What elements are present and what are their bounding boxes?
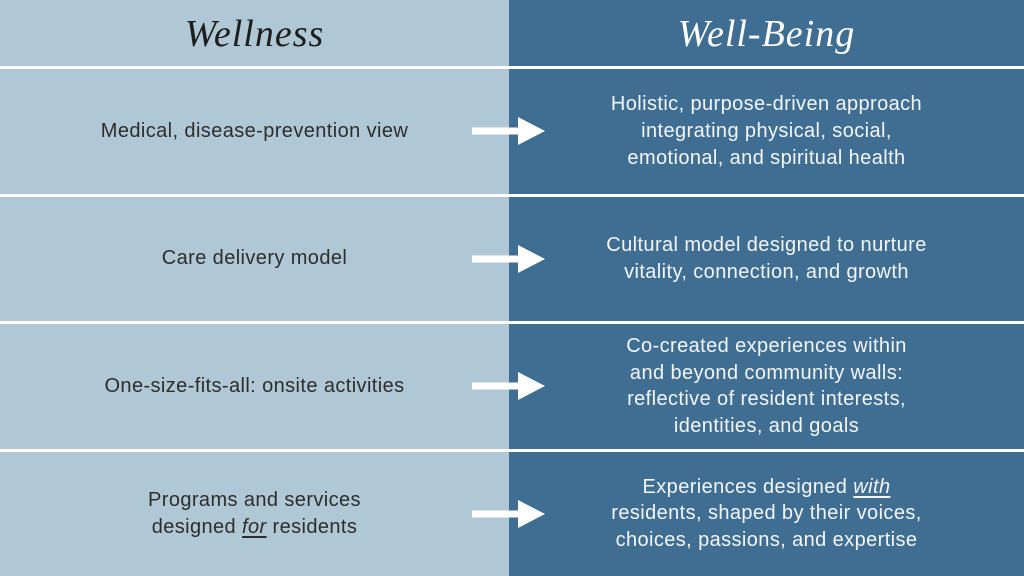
wellness-cell: Medical, disease-prevention view <box>0 69 509 194</box>
wellbeing-cell: Co-created experiences within and beyond … <box>509 324 1024 449</box>
wellbeing-cell-text: Experiences designed with residents, shap… <box>571 474 961 554</box>
comparison-row: Care delivery model Cultural model desig… <box>0 193 1024 321</box>
wellbeing-cell: Holistic, purpose-driven approach integra… <box>509 69 1024 194</box>
wellness-cell-text: Medical, disease-prevention view <box>71 118 438 145</box>
right-arrow-icon <box>472 244 545 273</box>
comparison-row: One-size-fits-all: onsite activities Co-… <box>0 321 1024 449</box>
comparison-row: Programs and services designed for reside… <box>0 448 1024 576</box>
text-line: vitality, connection, and growth <box>624 260 909 283</box>
wellbeing-cell-text: Holistic, purpose-driven approach integra… <box>571 91 962 171</box>
text-line: Care delivery model <box>161 247 348 270</box>
text-line: designed for residents <box>151 515 358 538</box>
wellbeing-header: Well-Being <box>509 0 1024 66</box>
wellness-cell: Programs and services designed for reside… <box>0 451 509 576</box>
text-line: integrating physical, social, <box>641 119 892 142</box>
emphasized-word: for <box>242 515 267 538</box>
wellness-title: Wellness <box>184 13 325 55</box>
text-line: choices, passions, and expertise <box>615 529 918 552</box>
wellbeing-cell-text: Co-created experiences within and beyond … <box>586 333 947 439</box>
right-arrow-icon <box>472 372 545 401</box>
right-arrow-icon <box>472 117 545 146</box>
wellness-cell-text: One-size-fits-all: onsite activities <box>74 373 434 400</box>
text-line: and beyond community walls: <box>629 361 904 384</box>
wellness-cell: One-size-fits-all: onsite activities <box>0 324 509 449</box>
text-line: One-size-fits-all: onsite activities <box>104 374 405 397</box>
text-line: Medical, disease-prevention view <box>100 119 409 142</box>
text-line: identities, and goals <box>673 414 860 437</box>
comparison-row: Medical, disease-prevention view Holisti… <box>0 66 1024 194</box>
wellbeing-cell-text: Cultural model designed to nurture vitali… <box>566 232 966 285</box>
text-line: Experiences designed with <box>642 475 891 498</box>
text-line: emotional, and spiritual health <box>627 146 906 169</box>
header-row: Wellness Well-Being <box>0 0 1024 66</box>
text-line: Holistic, purpose-driven approach <box>610 93 923 116</box>
text-line: Programs and services <box>148 489 361 512</box>
text-line: reflective of resident interests, <box>627 388 906 411</box>
wellness-cell-text: Programs and services designed for reside… <box>118 487 391 540</box>
wellbeing-cell: Experiences designed with residents, shap… <box>509 451 1024 576</box>
text-line: Cultural model designed to nurture <box>606 234 927 257</box>
text-line: Co-created experiences within <box>626 335 907 358</box>
emphasized-word: with <box>853 475 891 498</box>
right-arrow-icon <box>472 499 545 528</box>
wellness-cell: Care delivery model <box>0 196 509 321</box>
wellbeing-cell: Cultural model designed to nurture vitali… <box>509 196 1024 321</box>
wellbeing-title: Well-Being <box>677 13 856 55</box>
text-line: residents, shaped by their voices, <box>611 502 922 525</box>
wellness-header: Wellness <box>0 0 509 66</box>
wellness-cell-text: Care delivery model <box>132 245 377 272</box>
